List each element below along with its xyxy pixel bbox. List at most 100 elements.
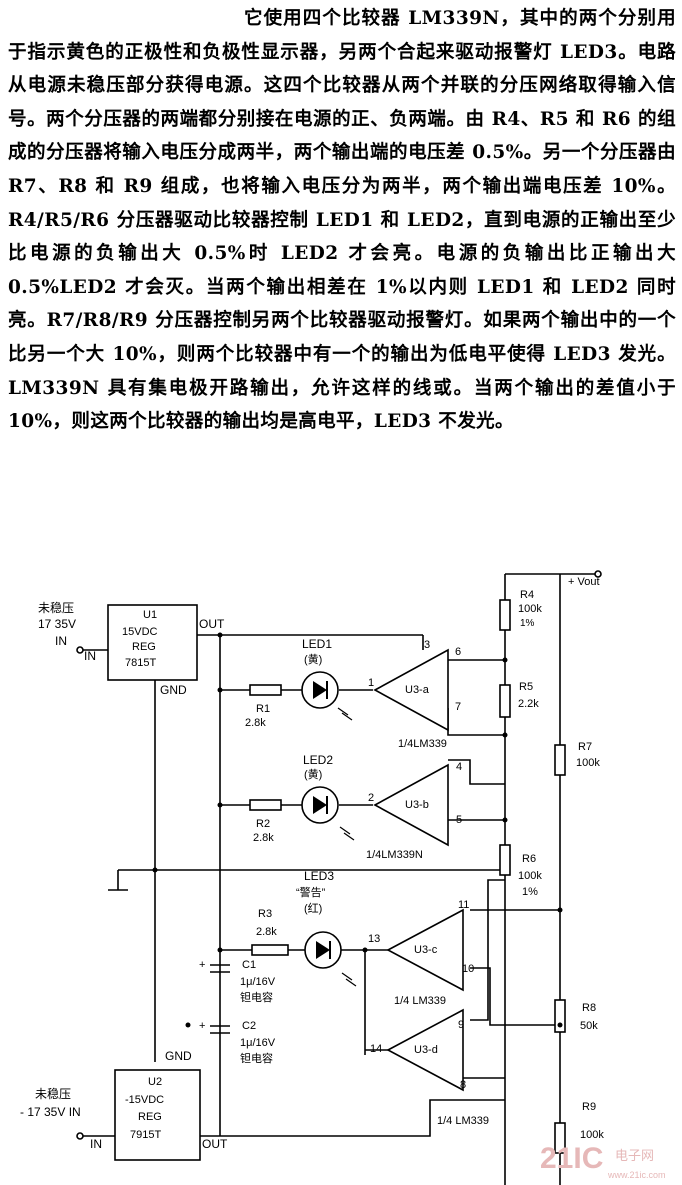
led3-ref: LED3: [304, 869, 334, 883]
r1-value: 2.8k: [245, 717, 266, 729]
r1-ref: R1: [256, 703, 270, 715]
c1-type: 钽电容: [240, 990, 273, 1004]
u1-in-label: IN: [84, 649, 96, 663]
u3a-pin1: 1: [368, 677, 374, 689]
u3b-pin2: 2: [368, 792, 374, 804]
resistor-r5: [499, 684, 511, 718]
u3b-pin5: 5: [456, 814, 462, 826]
r5-value: 2.2k: [518, 698, 539, 710]
r5-ref: R5: [519, 681, 533, 693]
r8-ref: R8: [582, 1002, 596, 1014]
u2-in-label: IN: [90, 1137, 102, 1151]
led3-color: (红): [304, 902, 322, 915]
article-text: 它使用四个比较器 LM339N，其中的两个分别用于指示黄色的正极性和负极性显示器…: [8, 2, 676, 439]
u3a-ref: U3-a: [405, 684, 430, 696]
input-terminal-top: [76, 646, 84, 654]
u2-part: 7915T: [130, 1129, 161, 1141]
u1-part: 7815T: [125, 657, 156, 669]
u2-ref: U2: [148, 1076, 162, 1088]
u3c-pin10: 10: [462, 963, 474, 975]
resistor-r1: [249, 684, 282, 696]
u3c-part: 1/4 LM339: [394, 995, 446, 1007]
r6-tolerance: 1%: [522, 886, 538, 898]
input-top-line1: 未稳压: [38, 600, 74, 615]
vout-label: + Vout: [568, 576, 600, 588]
regulator-u2: U2 -15VDC REG 7915T OUT GND IN: [90, 1049, 228, 1161]
watermark-url: www.21ic.com: [607, 1170, 666, 1180]
u3a-part: 1/4LM339: [398, 738, 447, 750]
r9-ref: R9: [582, 1101, 596, 1113]
input-top-line3: IN: [55, 634, 67, 648]
resistor-r4: [499, 599, 511, 631]
led1-color: (黄): [304, 652, 322, 666]
r6-value: 100k: [518, 870, 542, 882]
u1-ref: U1: [143, 609, 157, 621]
input-terminal-bottom: [76, 1132, 84, 1140]
r4-tolerance: 1%: [520, 618, 535, 629]
u3d-pin8: 8: [460, 1079, 466, 1091]
resistor-r2: [249, 799, 282, 811]
u3c-pin13: 13: [368, 933, 380, 945]
capacitor-c1: [210, 964, 230, 973]
u3a-pin7: 7: [455, 701, 461, 713]
r6-ref: R6: [522, 853, 536, 865]
r4-value: 100k: [518, 603, 542, 615]
input-bottom-line2: - 17 35V IN: [20, 1105, 81, 1119]
c1-value: 1μ/16V: [240, 976, 276, 988]
r7-ref: R7: [578, 741, 592, 753]
u1-gnd-label: GND: [160, 683, 187, 697]
c1-ref: C1: [242, 959, 256, 971]
u1-line1: 15VDC: [122, 626, 158, 638]
led2-ref: LED2: [303, 753, 333, 767]
resistor-bodies: [249, 599, 566, 1154]
watermark-main: 21IC: [540, 1142, 603, 1175]
comparator-u3c: [386, 908, 464, 992]
u1-line2: REG: [132, 641, 156, 653]
c2-type: 钽电容: [240, 1051, 273, 1065]
u3c-ref: U3-c: [414, 944, 438, 956]
u3b-part: 1/4LM339N: [366, 849, 423, 861]
circuit-diagram: U1 15VDC REG 7815T OUT GND IN 未稳压 17 35V…: [20, 570, 666, 1185]
u2-out-label: OUT: [202, 1137, 228, 1151]
c2-ref: C2: [242, 1020, 256, 1032]
r3-value: 2.8k: [256, 926, 277, 938]
r8-value: 50k: [580, 1020, 598, 1032]
led1-ref: LED1: [302, 637, 332, 651]
c2-plus: +: [199, 1020, 205, 1032]
led1: [301, 671, 353, 721]
u3b-ref: U3-b: [405, 799, 429, 811]
c2-value: 1μ/16V: [240, 1037, 276, 1049]
u2-line1: -15VDC: [125, 1094, 164, 1106]
u3d-ref: U3-d: [414, 1044, 438, 1056]
wires: [83, 570, 602, 1185]
comparator-u3a: [373, 648, 449, 732]
led2-color: (黄): [304, 767, 322, 781]
r9-value: 100k: [580, 1129, 604, 1141]
c1-plus: +: [199, 959, 205, 971]
u3d-part: 1/4 LM339: [437, 1115, 489, 1127]
u1-out-label: OUT: [199, 617, 225, 631]
capacitor-c2: [210, 1025, 230, 1034]
u3c-pin11: 11: [458, 899, 469, 911]
led3-name: “警告”: [296, 885, 326, 899]
u2-gnd-label: GND: [165, 1049, 192, 1063]
u3d-pin9: 9: [458, 1019, 464, 1031]
regulator-u1: U1 15VDC REG 7815T OUT GND IN: [84, 604, 225, 697]
u3d-pin14: 14: [370, 1043, 382, 1055]
u3b-pin4: 4: [456, 761, 462, 773]
resistor-r9: [554, 1122, 566, 1154]
junction-dots: [152, 632, 563, 1028]
watermark: 21IC 电子网 www.21ic.com: [540, 1142, 666, 1180]
u3a-pin6: 6: [455, 646, 461, 658]
resistor-r3: [251, 944, 289, 956]
comparator-u3d: [386, 1008, 464, 1092]
led3: [304, 931, 357, 987]
r2-ref: R2: [256, 818, 270, 830]
r3-ref: R3: [258, 908, 272, 920]
led2: [301, 786, 355, 841]
article-paragraph: 它使用四个比较器 LM339N，其中的两个分别用于指示黄色的正极性和负极性显示器…: [8, 8, 676, 433]
r7-value: 100k: [576, 757, 600, 769]
input-top-line2: 17 35V: [38, 617, 76, 631]
resistor-r7: [554, 744, 566, 776]
r2-value: 2.8k: [253, 832, 274, 844]
